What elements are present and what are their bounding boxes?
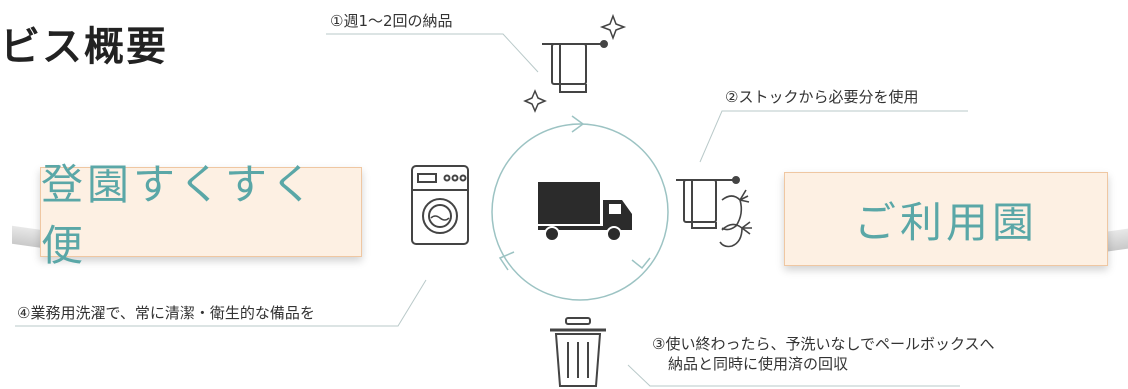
right-box-label: ご利用園	[853, 197, 1038, 247]
cycle-circle	[491, 123, 669, 301]
leader-step2	[699, 110, 968, 163]
leader-step1	[326, 33, 539, 73]
towel-sparkle-icon	[523, 13, 627, 113]
step4-label: ④業務用洗濯で、常に清潔・衛生的な備品を	[17, 304, 315, 322]
left-box-provider: 登園すくすく便	[40, 160, 362, 270]
cycle-arrows	[498, 115, 651, 271]
cycle-arrow-top	[571, 115, 585, 133]
step3-label-line1: ③使い終わったら、予洗いなしでペールボックスへ	[652, 335, 995, 353]
right-box-client: ご利用園	[784, 172, 1108, 266]
trash-bin-icon	[550, 317, 606, 387]
step3-label: ③使い終わったら、予洗いなしでペールボックスへ 納品と同時に使用済の回収	[652, 334, 995, 374]
leader-step3	[627, 364, 960, 387]
step2-label: ②ストックから必要分を使用	[725, 88, 919, 106]
step3-label-line2: 納品と同時に使用済の回収	[668, 355, 849, 373]
truck-icon	[538, 182, 632, 242]
left-box-label: 登園すくすく便	[41, 160, 318, 270]
page-title: ビス概要	[0, 24, 168, 70]
towel-hands-icon	[676, 176, 752, 248]
leader-step4	[15, 279, 427, 327]
cycle-arrow-right	[631, 257, 651, 270]
cycle-arrow-left	[498, 251, 515, 271]
leader-lines	[15, 33, 968, 387]
step1-label: ①週1～2回の納品	[330, 12, 453, 30]
washing-machine-icon	[411, 165, 469, 245]
